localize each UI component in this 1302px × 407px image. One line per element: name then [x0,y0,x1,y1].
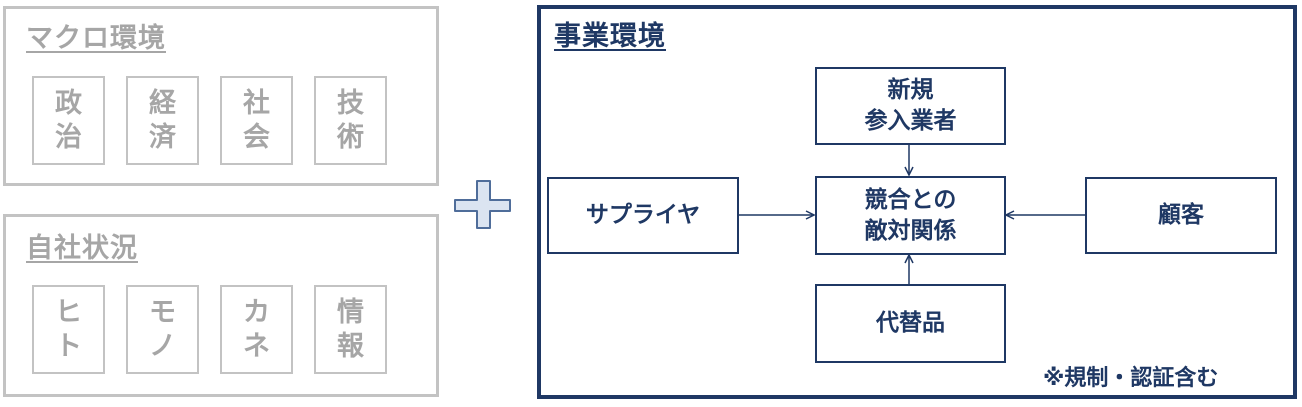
macro-environment-panel [3,6,439,186]
customers-box: 顧客 [1085,177,1277,254]
company-cell-money: カネ [220,285,293,374]
business-environment-title: 事業環境 [554,21,666,52]
suppliers-box: サプライヤ [547,177,739,254]
new-entrants-box: 新規 参入業者 [815,67,1006,145]
macro-cell-politics: 政治 [32,76,105,165]
plus-icon [454,180,511,229]
macro-cell-technology: 技術 [314,76,387,165]
rivalry-box: 競合との 敵対関係 [815,176,1006,255]
macro-environment-title: マクロ環境 [26,23,166,54]
business-environment-frame [537,5,1297,399]
company-cell-information: 情報 [314,285,387,374]
company-cell-people: ヒト [32,285,105,374]
macro-cell-society: 社会 [220,76,293,165]
company-cell-goods: モノ [126,285,199,374]
company-situation-title: 自社状況 [26,233,138,264]
regulation-note: ※規制・認証含む [1043,366,1219,391]
substitutes-box: 代替品 [815,284,1006,363]
company-situation-panel [3,214,439,397]
macro-cell-economy: 経済 [126,76,199,165]
